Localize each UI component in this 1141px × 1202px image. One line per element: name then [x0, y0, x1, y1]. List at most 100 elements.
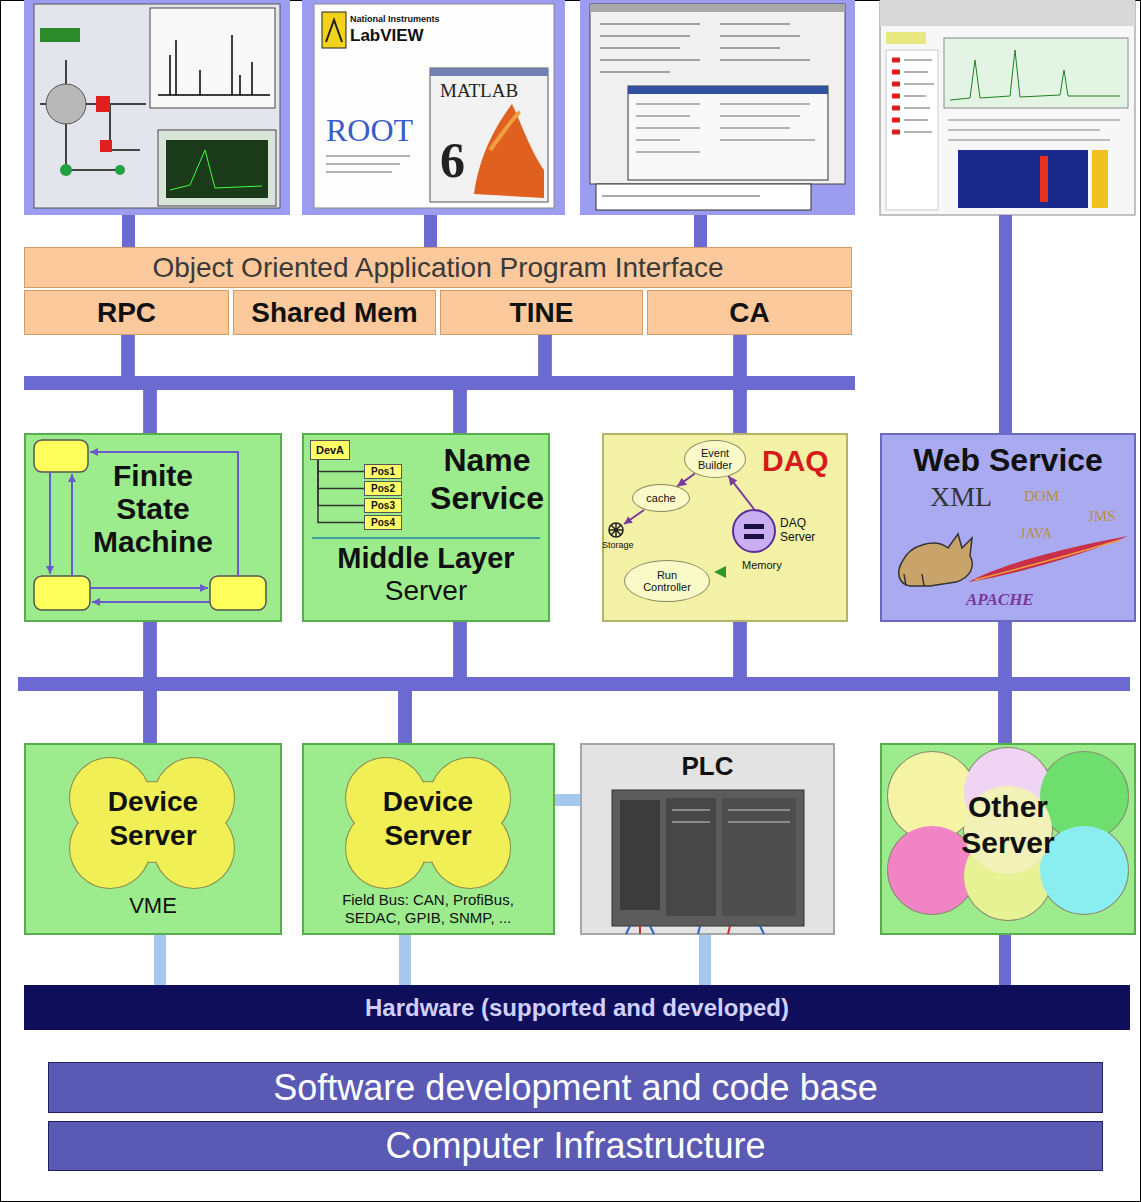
box-title: Finite State Machine [83, 459, 223, 558]
connector [460, 335, 740, 433]
console-screenshot [596, 184, 811, 210]
synoptic-screenshot [40, 60, 146, 170]
plc-photo [722, 798, 796, 916]
box-title: Device Server [348, 785, 508, 853]
device-circles [388, 782, 468, 862]
protocol-cell: RPC [24, 290, 229, 335]
connector [999, 622, 1012, 743]
connector [318, 460, 364, 506]
storage-arrow [624, 510, 644, 524]
protocol-name: CA [651, 295, 848, 331]
box-title: Web Service [888, 441, 1128, 479]
band-title: Software development and code base [52, 1067, 1099, 1109]
device-circles [154, 808, 234, 888]
console-screenshot [580, 0, 855, 215]
web-browser-screenshot [904, 60, 934, 132]
device-circles [346, 808, 426, 888]
connector [555, 794, 580, 806]
label-anchor: JMS [1088, 508, 1116, 525]
daq-part: cache [640, 492, 682, 505]
part-label: Storage [602, 540, 634, 550]
daq-server: DAQ Server [730, 506, 842, 556]
logo-text: 6 [440, 132, 465, 190]
logo-text: ROOT [326, 112, 413, 149]
label-anchor: JAVA [1020, 526, 1052, 542]
synoptic-screenshot [100, 140, 112, 152]
protocol-cell: Shared Mem [233, 290, 436, 335]
state-symbol [34, 576, 90, 610]
web-browser-screenshot [948, 120, 1120, 140]
storage-symbol [609, 523, 623, 537]
tree-label: DevA [314, 444, 346, 457]
box-title: Other Server [928, 789, 1088, 861]
synoptic-screenshot [24, 0, 290, 215]
apache-feather [968, 536, 1128, 582]
label-anchor: LabVIEW [350, 26, 424, 46]
server-circles [964, 832, 1052, 920]
web-browser-screenshot [1040, 156, 1048, 202]
daq-part: Event Builder [692, 447, 738, 471]
tree-label: Pos2 [368, 483, 398, 495]
label-anchor: MATLAB [440, 80, 518, 102]
web-browser-screenshot [886, 32, 926, 44]
daq-part: Run Controller [637, 569, 697, 593]
band-title: Computer Infrastructure [52, 1125, 1099, 1167]
technology-label: APACHE [966, 590, 1034, 610]
plc-photo [626, 926, 764, 934]
device-server-box: Device ServerField Bus: CAN, ProfiBus, S… [302, 743, 555, 935]
connector [154, 935, 166, 985]
synoptic-screenshot [150, 8, 275, 108]
server-circles [964, 786, 1052, 874]
label-anchor: National Instruments [350, 14, 440, 24]
api-band: Object Oriented Application Program Inte… [24, 247, 852, 288]
analysis-tools-screenshot [474, 104, 544, 198]
server-circles [888, 748, 1128, 920]
daq-box: DAQEvent BuildercacheDAQ ServerRun Contr… [602, 433, 848, 622]
device-circles [70, 758, 510, 888]
connector [318, 460, 364, 489]
daq-server-circle [733, 510, 775, 552]
protocol-cell: CA [647, 290, 852, 335]
console-screenshot [636, 104, 815, 152]
web-browser-screenshot [950, 50, 1120, 100]
device-circles [70, 758, 510, 888]
protocol-name: TINE [444, 295, 639, 331]
daq-ellipse: Event Builder [684, 440, 746, 478]
api-title: Object Oriented Application Program Inte… [28, 250, 848, 286]
bus-bar [18, 376, 1130, 691]
label-anchor: 6 [440, 132, 465, 190]
analysis-tools-screenshot [430, 68, 548, 202]
panel-link [122, 215, 1012, 433]
synoptic-screenshot [40, 28, 80, 42]
tree-label: Pos3 [368, 500, 398, 512]
connector [318, 460, 364, 523]
property-box: Pos1 [364, 464, 402, 479]
connector [150, 335, 740, 433]
analysis-tools-screenshot [322, 12, 346, 48]
web-browser-screenshot [880, 0, 1135, 215]
server-circles [964, 748, 1052, 836]
connector [699, 935, 711, 985]
device-server-box: Device ServerVME [24, 743, 282, 935]
separator-line [312, 537, 540, 539]
connector [677, 474, 695, 487]
protocol-cell: TINE [440, 290, 643, 335]
device-circles [112, 782, 192, 862]
part-label: Memory [742, 559, 782, 572]
state-transition [90, 587, 208, 589]
connector [999, 935, 1011, 985]
server-circles [888, 826, 976, 914]
connector [318, 460, 364, 472]
device-circles [70, 808, 150, 888]
device-circles [430, 808, 510, 888]
synoptic-screenshot [96, 96, 110, 112]
console-screenshot [580, 0, 855, 215]
analysis-tools-screenshot [314, 4, 554, 208]
connector [150, 622, 1005, 743]
server-circles [964, 786, 1052, 874]
device-circles [112, 782, 192, 862]
technology-label: JAVA [1020, 526, 1052, 542]
label-anchor: Storage [602, 540, 634, 550]
tree-label: Pos4 [368, 517, 398, 529]
